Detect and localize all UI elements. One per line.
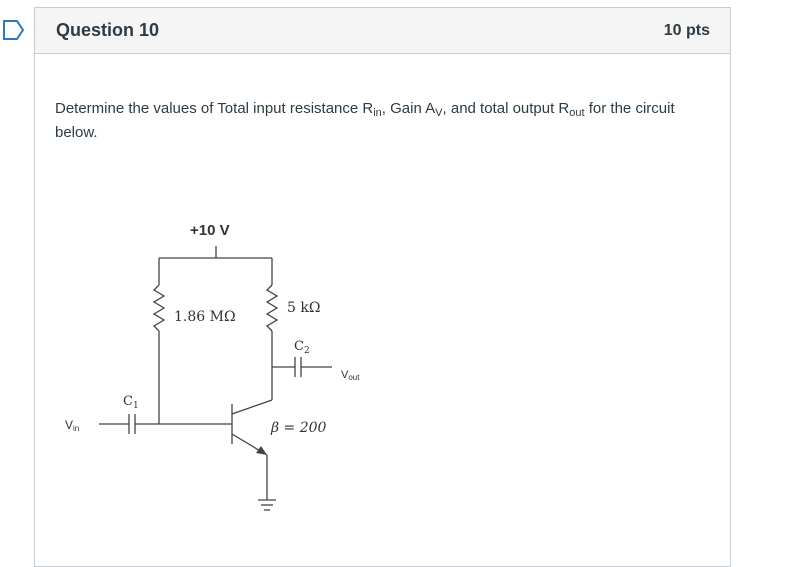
circuit-diagram: +10 V 1.86 MΩ 5 kΩ C2 C1 Vin Vout β = 20… xyxy=(65,222,360,511)
subscript-out: out xyxy=(569,107,585,119)
beta-label: β = 200 xyxy=(270,420,327,436)
bookmark-flag-icon[interactable] xyxy=(2,19,26,41)
c1-label: C1 xyxy=(123,394,139,411)
subscript-v: V xyxy=(435,107,443,119)
vout-label: Vout xyxy=(341,369,360,382)
rc-label: 5 kΩ xyxy=(287,300,320,316)
c2-label: C2 xyxy=(294,339,310,356)
question-text-part: , and total output R xyxy=(442,100,570,117)
question-text-part: , Gain A xyxy=(381,100,436,117)
supply-label: +10 V xyxy=(190,222,230,239)
question-text: Determine the values of Total input resi… xyxy=(55,97,705,145)
question-card: Question 10 10 pts Determine the values … xyxy=(34,7,731,567)
question-points: 10 pts xyxy=(663,21,710,39)
vin-label: Vin xyxy=(65,418,79,433)
rb-label: 1.86 MΩ xyxy=(174,309,236,325)
subscript-in: in xyxy=(373,107,382,119)
question-text-part: for the circuit below. xyxy=(55,100,675,141)
question-title: Question 10 xyxy=(56,20,160,40)
question-text-part: Determine the values of Total input resi… xyxy=(55,100,374,117)
question-header: Question 10 10 pts xyxy=(35,8,730,54)
